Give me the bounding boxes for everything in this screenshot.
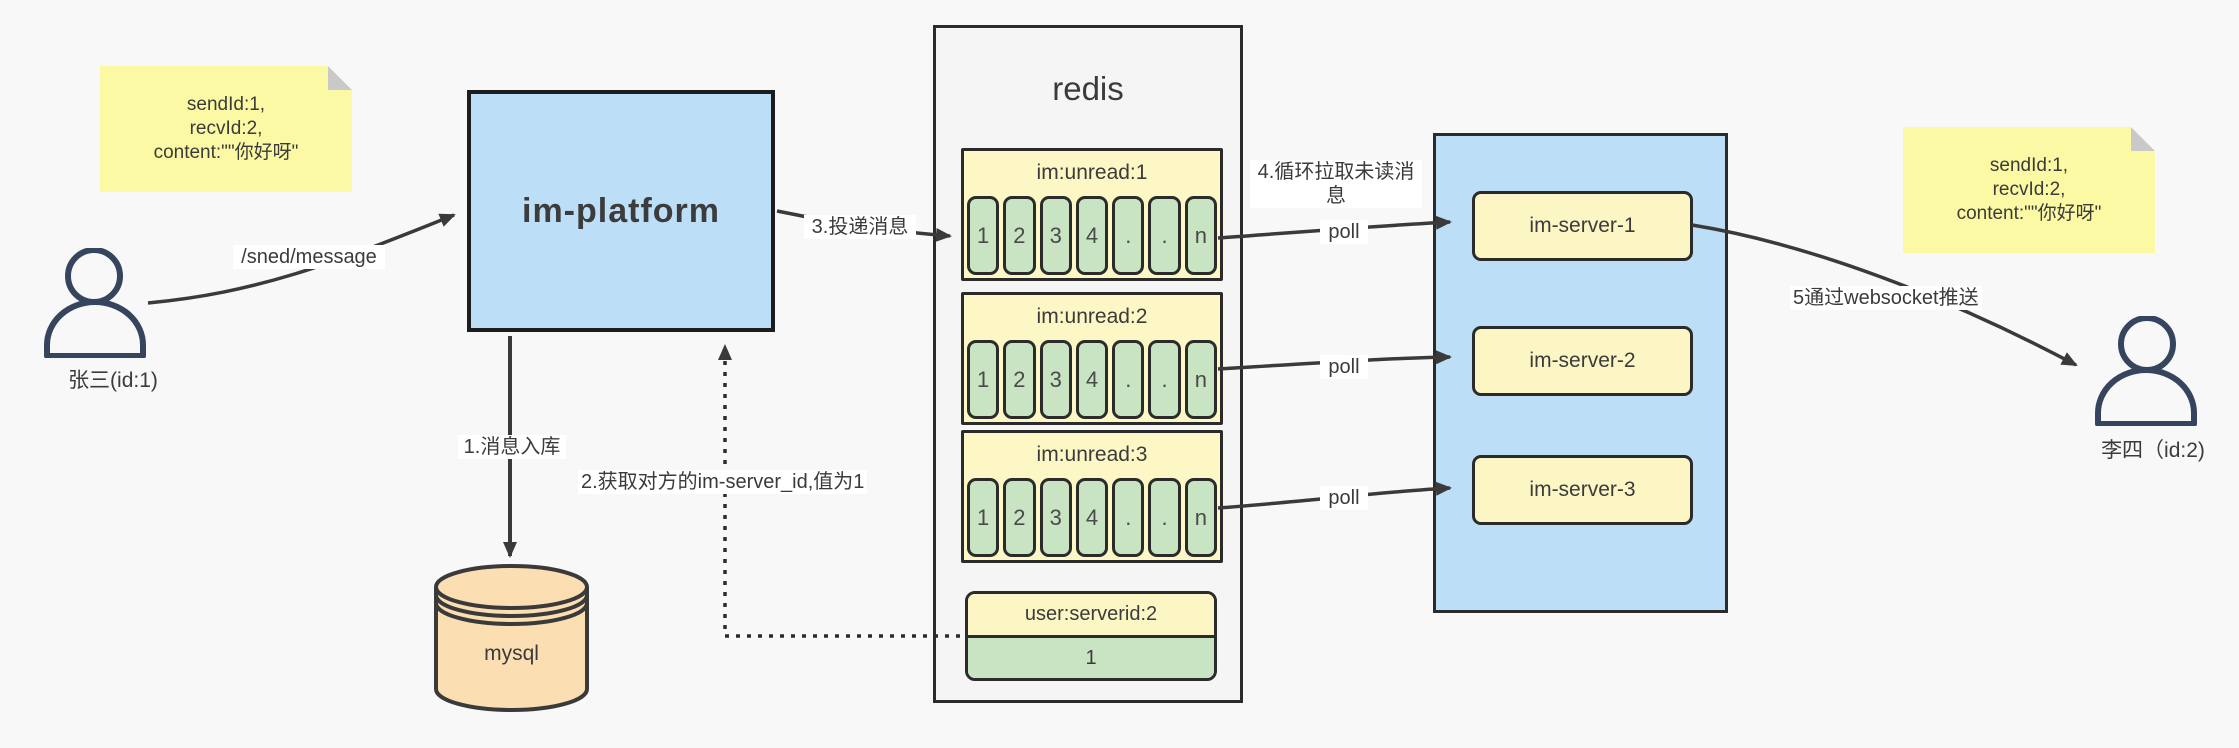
edge-label-step5: 5通过websocket推送 — [1790, 286, 1982, 310]
queue-cell: 2 — [1003, 478, 1036, 557]
user-serverid-box: user:serverid:2 1 — [965, 591, 1217, 681]
queue-im-unread-1: im:unread:1 1 2 3 4 . . n — [961, 148, 1223, 281]
im-server-1-box: im-server-1 — [1472, 191, 1693, 261]
kv-key: user:serverid:2 — [968, 594, 1214, 638]
edge-label-step1: 1.消息入库 — [458, 435, 566, 459]
edge-label-send-message: /sned/message — [233, 245, 385, 269]
note-fold-icon — [328, 66, 352, 90]
note-fold-icon — [2131, 127, 2155, 151]
queue-cells: 1 2 3 4 . . n — [967, 478, 1217, 557]
note-line: sendId:1, — [186, 94, 266, 115]
queue-name: im:unread:1 — [1036, 161, 1148, 184]
queue-im-unread-2: im:unread:2 1 2 3 4 . . n — [961, 292, 1223, 425]
queue-cell: . — [1112, 340, 1145, 419]
queue-cell: 4 — [1075, 196, 1109, 275]
kv-value: 1 — [968, 638, 1214, 678]
sender-label: 张三(id:1) — [68, 369, 158, 392]
receiver-label: 李四（id:2) — [2101, 439, 2205, 462]
redis-container: redis im:unread:1 1 2 3 4 . . n im:unrea… — [933, 25, 1243, 703]
edge-label-poll-1: poll — [1320, 220, 1368, 244]
note-line: recvId:2, — [1992, 179, 2066, 200]
queue-cell: n — [1184, 340, 1217, 419]
edge-label-step3: 3.投递消息 — [804, 215, 916, 239]
edge-label-step4: 4.循环拉取未读消息 — [1250, 160, 1422, 208]
note-line: sendId:1, — [1989, 155, 2069, 176]
sticky-note-right: sendId:1, recvId:2, content:""你好呀" — [1903, 127, 2155, 253]
queue-cell: 1 — [967, 196, 1000, 275]
queue-name: im:unread:3 — [1036, 443, 1148, 466]
queue-cell: 3 — [1039, 196, 1072, 275]
queue-im-unread-3: im:unread:3 1 2 3 4 . . n — [961, 430, 1223, 563]
sticky-note-left: sendId:1, recvId:2, content:""你好呀" — [100, 66, 352, 192]
queue-cell: . — [1148, 478, 1181, 557]
im-platform-label: im-platform — [522, 191, 720, 230]
im-server-3-label: im-server-3 — [1529, 478, 1636, 501]
im-server-1-label: im-server-1 — [1529, 214, 1636, 237]
queue-cell: . — [1112, 196, 1145, 275]
user-icon-receiver — [2095, 316, 2197, 426]
queue-cell: 1 — [967, 478, 1000, 557]
user-icon-sender — [44, 248, 146, 358]
queue-cell: 4 — [1075, 478, 1109, 557]
queue-cell: . — [1148, 196, 1181, 275]
mysql-database-icon — [434, 564, 589, 712]
edge-label-poll-2: poll — [1320, 355, 1368, 379]
edge-label-step2: 2.获取对方的im-server_id,值为1 — [578, 470, 868, 494]
im-server-2-label: im-server-2 — [1529, 349, 1636, 372]
queue-cell: 2 — [1003, 340, 1036, 419]
queue-cell: n — [1184, 196, 1217, 275]
queue-cell: 4 — [1075, 340, 1109, 419]
mysql-label: mysql — [484, 642, 539, 665]
queue-cells: 1 2 3 4 . . n — [967, 196, 1217, 275]
note-line: content:""你好呀" — [1956, 203, 2102, 224]
im-server-cluster: im-server-1 im-server-2 im-server-3 — [1433, 133, 1728, 613]
im-platform-box: im-platform — [467, 90, 775, 332]
queue-cell: 1 — [967, 340, 1000, 419]
edge-label-poll-3: poll — [1320, 486, 1368, 510]
note-line: content:""你好呀" — [153, 142, 299, 163]
queue-cell: . — [1148, 340, 1181, 419]
queue-cells: 1 2 3 4 . . n — [967, 340, 1217, 419]
queue-name: im:unread:2 — [1036, 305, 1148, 328]
queue-cell: n — [1184, 478, 1217, 557]
queue-cell: 3 — [1039, 478, 1072, 557]
note-line: recvId:2, — [189, 118, 263, 139]
im-server-3-box: im-server-3 — [1472, 455, 1693, 525]
queue-cell: . — [1112, 478, 1145, 557]
im-server-2-box: im-server-2 — [1472, 326, 1693, 396]
redis-title: redis — [1052, 70, 1124, 107]
queue-cell: 2 — [1003, 196, 1036, 275]
queue-cell: 3 — [1039, 340, 1072, 419]
